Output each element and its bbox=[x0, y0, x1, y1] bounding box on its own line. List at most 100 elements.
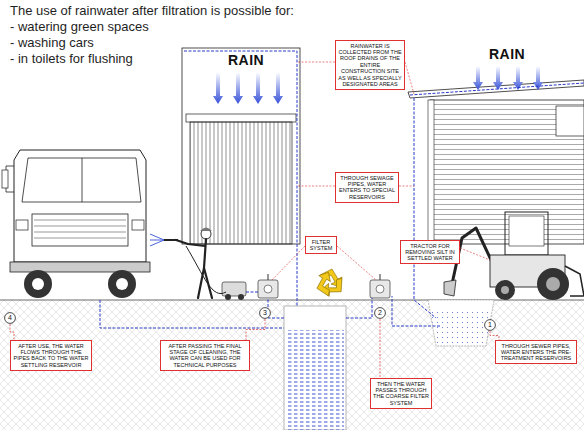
return-pipe bbox=[100, 300, 284, 328]
rain-arrow bbox=[253, 72, 263, 104]
truck-grille bbox=[32, 214, 128, 246]
rain-arrow bbox=[273, 72, 283, 104]
backhoe-bucket bbox=[444, 280, 456, 296]
tractor-hub bbox=[501, 286, 509, 294]
callout-number-text: 3 bbox=[259, 307, 271, 319]
ground-fill bbox=[0, 300, 584, 430]
building-door bbox=[190, 122, 292, 244]
callout-text: THEN THE WATER PASSES THROUGH THE COARSE… bbox=[373, 381, 429, 407]
filter-unit bbox=[370, 280, 390, 298]
pump-wheel bbox=[225, 294, 231, 300]
underground-pipe bbox=[392, 296, 440, 326]
drain-pipe bbox=[184, 51, 297, 306]
callout-box: AFTER PASSING THE FINAL STAGE OF CLEANIN… bbox=[160, 340, 250, 371]
callout-box: TRACTOR FOR REMOVING SILT IN SETTLED WAT… bbox=[400, 240, 460, 264]
truck-wheel bbox=[24, 270, 52, 298]
callout-number: 4 bbox=[4, 312, 16, 324]
truck-window-divider bbox=[82, 158, 83, 202]
truck-headlight bbox=[132, 220, 144, 230]
callout-text: TRACTOR FOR REMOVING SILT IN SETTLED WAT… bbox=[403, 243, 457, 262]
bullet-item: - washing cars bbox=[10, 35, 94, 51]
underground-pipe bbox=[346, 296, 372, 318]
circle-shape bbox=[485, 320, 496, 331]
callout-box: THEN THE WATER PASSES THROUGH THE COARSE… bbox=[370, 378, 432, 409]
leader-connector bbox=[246, 319, 265, 340]
ground-line bbox=[0, 300, 584, 301]
callout-number: 2 bbox=[374, 307, 386, 319]
rain-arrow bbox=[233, 72, 243, 104]
silt bbox=[430, 308, 492, 346]
circle-shape bbox=[375, 308, 386, 319]
truck-hub bbox=[32, 278, 44, 290]
circle-shape bbox=[5, 313, 16, 324]
truck-bumper bbox=[10, 262, 150, 272]
filter-unit bbox=[258, 280, 278, 298]
leader-connector bbox=[10, 324, 14, 340]
building-frame bbox=[182, 48, 300, 244]
callout-text: THROUGH SEWER PIPES, WATER ENTERS THE PR… bbox=[498, 343, 574, 362]
truck-hub bbox=[116, 278, 128, 290]
leader-connector bbox=[380, 319, 381, 378]
house-wall bbox=[430, 100, 584, 244]
callout-number: 1 bbox=[484, 319, 496, 331]
rain-arrow bbox=[493, 66, 503, 90]
callout-box: RAINWATER IS COLLECTED FROM THE ROOF DRA… bbox=[335, 40, 405, 90]
callout-box: THROUGH SEWER PIPES, WATER ENTERS THE PR… bbox=[495, 340, 577, 364]
callout-text: THROUGH SEWAGE PIPES, WATER ENTERS TO SP… bbox=[338, 175, 396, 201]
truck-headlight bbox=[16, 220, 28, 230]
callout-text: AFTER PASSING THE FINAL STAGE OF CLEANIN… bbox=[163, 343, 247, 369]
pump-wheel bbox=[238, 294, 244, 300]
rain-heading: RAIN bbox=[228, 52, 264, 68]
tractor-hub bbox=[546, 277, 560, 291]
spray-gun bbox=[164, 239, 178, 241]
callout-text: RAINWATER IS COLLECTED FROM THE ROOF DRA… bbox=[338, 43, 402, 88]
callout-text: AFTER USE, THE WATER FLOWS THROUGH THE P… bbox=[13, 343, 89, 369]
leader-connector bbox=[490, 331, 499, 340]
callout-box: AFTER USE, THE WATER FLOWS THROUGH THE P… bbox=[10, 340, 92, 371]
reservoir-water bbox=[286, 330, 344, 430]
callout-box: FILTER SYSTEM bbox=[305, 236, 337, 254]
truck-cab bbox=[14, 150, 146, 262]
tractor-wheel bbox=[537, 268, 569, 300]
callout-number: 3 bbox=[259, 307, 271, 319]
pump bbox=[222, 282, 246, 296]
house-post bbox=[428, 100, 434, 244]
rain-arrow bbox=[513, 66, 523, 90]
circle-shape bbox=[260, 308, 271, 319]
callout-number-text: 4 bbox=[4, 312, 16, 324]
truck-wheel bbox=[108, 270, 136, 298]
truck-mirror bbox=[2, 170, 8, 188]
building-beam bbox=[186, 114, 296, 122]
bullet-item: - watering green spaces bbox=[10, 19, 149, 35]
filter-gauge bbox=[376, 285, 384, 293]
callout-text: FILTER SYSTEM bbox=[308, 239, 334, 252]
rain-arrow bbox=[213, 72, 223, 104]
drain-pipe bbox=[410, 83, 584, 318]
rain-arrow bbox=[473, 66, 483, 90]
rain-heading: RAIN bbox=[489, 46, 525, 62]
bullet-item: - in toilets for flushing bbox=[10, 51, 133, 67]
diagram-title: The use of rainwater after filtration is… bbox=[10, 3, 294, 19]
leader-line bbox=[460, 248, 490, 260]
callout-number-text: 1 bbox=[484, 319, 496, 331]
worker-body bbox=[176, 239, 212, 298]
reservoir bbox=[284, 306, 346, 430]
pretreatment-pond bbox=[428, 300, 494, 346]
tractor-wheel bbox=[495, 280, 515, 300]
water-spray bbox=[150, 234, 164, 246]
recycle-symbol bbox=[312, 269, 347, 300]
house-window bbox=[556, 106, 584, 136]
underground-pipe bbox=[246, 292, 258, 293]
callout-box: THROUGH SEWAGE PIPES, WATER ENTERS TO SP… bbox=[335, 172, 399, 203]
edge-group bbox=[10, 319, 499, 378]
tractor-window bbox=[509, 216, 544, 246]
filter-gauge bbox=[264, 285, 272, 293]
truck-grille-bars bbox=[34, 220, 126, 238]
truck-windshield bbox=[22, 158, 141, 202]
recycle-arrow bbox=[312, 271, 339, 299]
worker-helmet bbox=[200, 228, 212, 232]
callout-number-text: 2 bbox=[374, 307, 386, 319]
tractor-cab bbox=[505, 212, 548, 255]
